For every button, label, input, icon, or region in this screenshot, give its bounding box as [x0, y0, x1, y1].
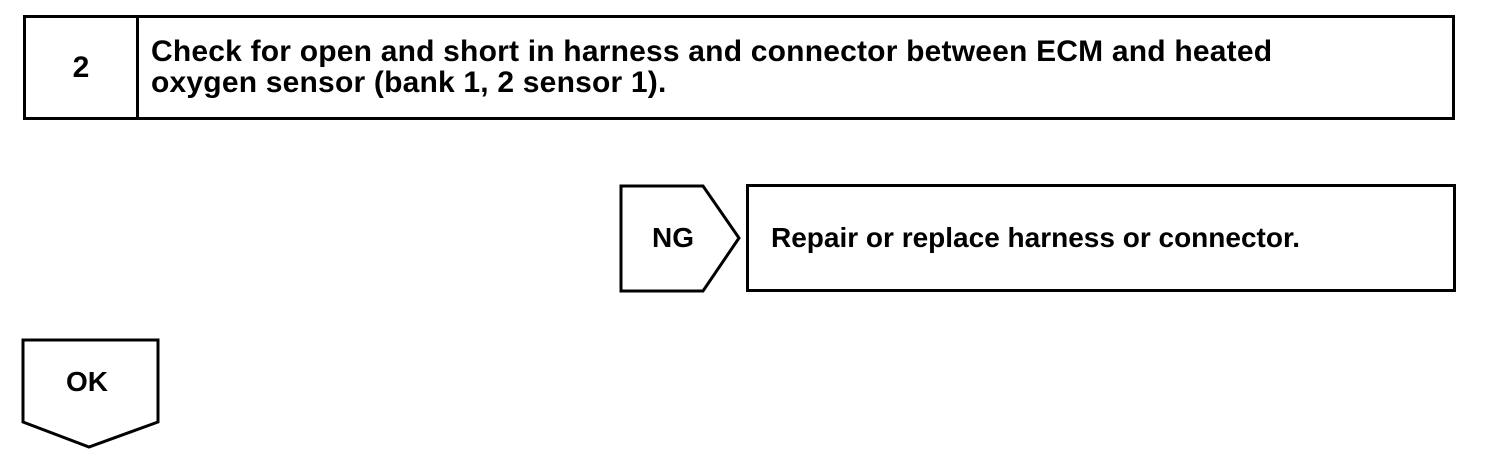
ng-action-box: Repair or replace harness or connector.	[746, 184, 1456, 292]
ng-arrow-shape	[619, 184, 741, 293]
step-title-line-2: oxygen sensor (bank 1, 2 sensor 1).	[151, 66, 667, 99]
step-number: 2	[26, 18, 139, 117]
step-title-line-1: Check for open and short in harness and …	[151, 35, 1273, 68]
step-title: Check for open and short in harness and …	[139, 18, 1452, 117]
ng-label: NG	[652, 222, 694, 253]
step-box: 2 Check for open and short in harness an…	[23, 15, 1455, 120]
ok-arrow-shape	[21, 338, 160, 449]
ok-label: OK	[66, 366, 108, 397]
ng-action-text: Repair or replace harness or connector.	[771, 222, 1301, 253]
